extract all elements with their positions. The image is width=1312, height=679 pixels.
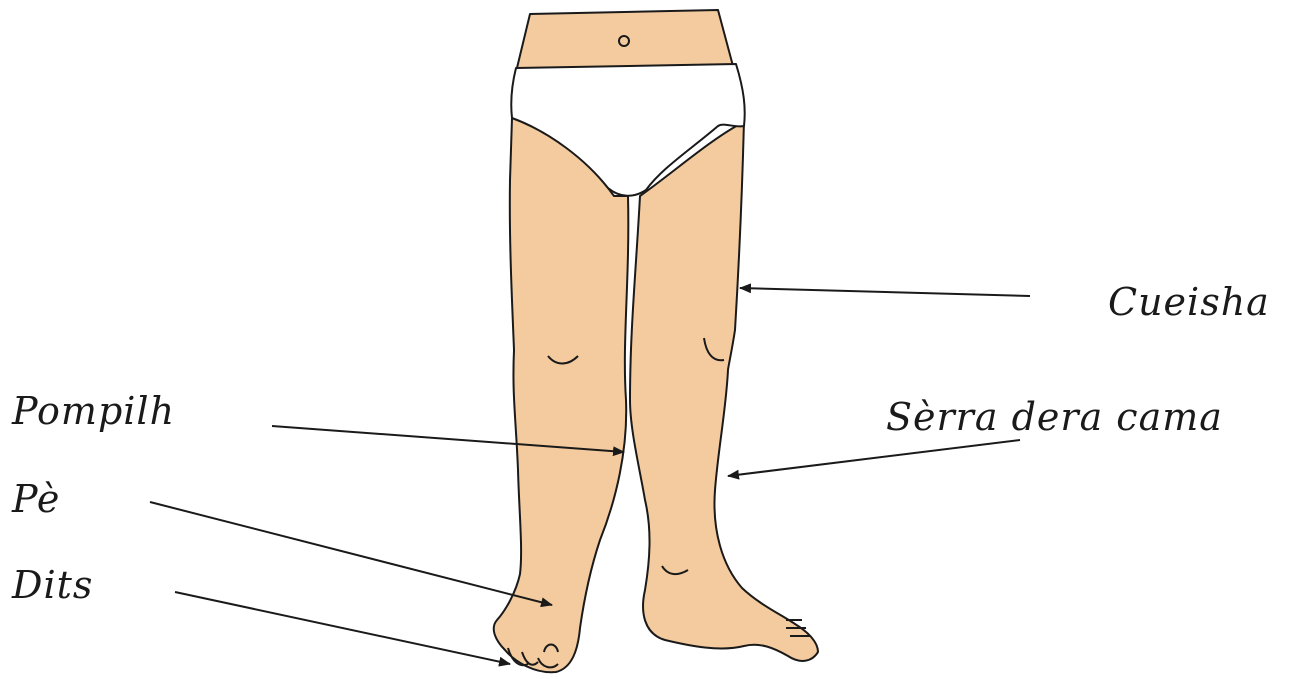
label-serra-dera-cama: Sèrra dera cama <box>886 398 1223 436</box>
arrow-serra-dera-cama <box>728 440 1020 476</box>
label-pe: Pè <box>12 480 60 518</box>
label-dits: Dits <box>12 566 93 604</box>
label-pompilh: Pompilh <box>12 392 175 430</box>
left-leg <box>494 118 629 672</box>
arrow-dits <box>175 592 510 664</box>
label-cueisha: Cueisha <box>1108 283 1270 321</box>
right-leg <box>630 120 818 661</box>
arrow-cueisha <box>740 288 1030 296</box>
waist <box>516 10 733 72</box>
arrow-pe <box>150 502 552 605</box>
